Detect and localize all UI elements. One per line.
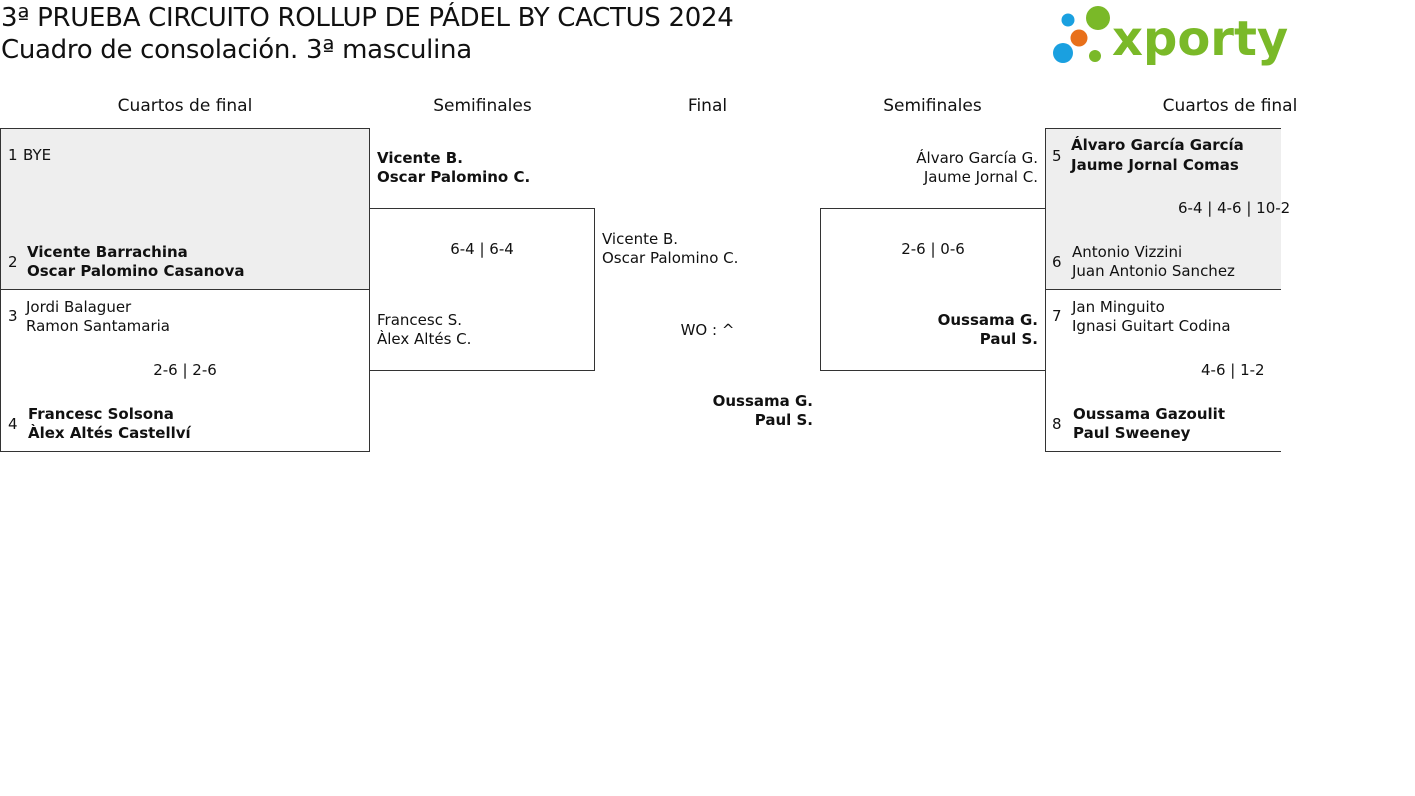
team-3-player-1: Jordi Balaguer — [26, 298, 132, 316]
seed-8: 8 — [1052, 415, 1062, 433]
seed-6: 6 — [1052, 253, 1062, 271]
round-header-final: Final — [687, 96, 728, 116]
match-qf-7-8 — [1045, 289, 1281, 452]
seed-7: 7 — [1052, 307, 1062, 325]
round-header-sf-right: Semifinales — [883, 96, 982, 116]
sf-right-bottom-player-1: Oussama G. — [937, 311, 1038, 329]
team-8-player-2: Paul Sweeney — [1073, 424, 1191, 442]
sf-left-top-player-1: Vicente B. — [377, 149, 463, 167]
team-6-player-1: Antonio Vizzini — [1072, 243, 1183, 261]
sf-right-top-player-2: Jaume Jornal C. — [923, 168, 1038, 186]
team-6-player-2: Juan Antonio Sanchez — [1072, 262, 1235, 280]
score-qf-5-6: 6-4 | 4-6 | 10-2 — [1178, 199, 1291, 217]
score-final: WO : ^ — [680, 321, 735, 339]
round-header-qf-left: Cuartos de final — [117, 96, 253, 116]
sf-left-top-player-2: Oscar Palomino C. — [377, 168, 531, 186]
logo-text: xporty — [1112, 11, 1288, 67]
seed-2: 2 — [8, 253, 18, 271]
team-2-player-1: Vicente Barrachina — [27, 243, 188, 261]
page-title: 3ª PRUEBA CIRCUITO ROLLUP DE PÁDEL BY CA… — [1, 2, 734, 66]
final-top-player-1: Vicente B. — [602, 230, 679, 248]
team-1-player-1: BYE — [23, 146, 52, 164]
sf-right-top-player-1: Álvaro García G. — [916, 149, 1038, 167]
score-qf-3-4: 2-6 | 2-6 — [153, 361, 217, 379]
score-qf-7-8: 4-6 | 1-2 — [1201, 361, 1265, 379]
team-2-player-2: Oscar Palomino Casanova — [27, 262, 245, 280]
sf-left-bottom-player-1: Francesc S. — [377, 311, 462, 329]
team-8-player-1: Oussama Gazoulit — [1073, 405, 1225, 423]
match-qf-5-6 — [1045, 128, 1281, 290]
team-5-player-2: Jaume Jornal Comas — [1071, 156, 1239, 174]
seed-3: 3 — [8, 307, 18, 325]
seed-5: 5 — [1052, 147, 1062, 165]
team-7-player-2: Ignasi Guitart Codina — [1072, 317, 1231, 335]
xporty-logo: xporty — [1053, 6, 1288, 67]
sf-left-bottom-player-2: Àlex Altés C. — [377, 330, 472, 348]
score-sf-right: 2-6 | 0-6 — [901, 240, 965, 258]
team-3-player-2: Ramon Santamaria — [26, 317, 170, 335]
final-winner-player-2: Paul S. — [754, 411, 813, 429]
team-4-player-2: Àlex Altés Castellví — [28, 424, 191, 442]
final-winner-player-1: Oussama G. — [712, 392, 813, 410]
title-line-2: Cuadro de consolación. 3ª masculina — [1, 35, 472, 65]
score-sf-left: 6-4 | 6-4 — [450, 240, 514, 258]
seed-1: 1 — [8, 146, 18, 164]
match-qf-1-2 — [0, 128, 370, 290]
round-header-qf-right: Cuartos de final — [1162, 96, 1298, 116]
match-sf-left — [369, 208, 595, 371]
team-7-player-1: Jan Minguito — [1072, 298, 1165, 316]
round-header-sf-left: Semifinales — [433, 96, 532, 116]
sf-right-bottom-player-2: Paul S. — [979, 330, 1038, 348]
team-4-player-1: Francesc Solsona — [28, 405, 174, 423]
final-top-player-2: Oscar Palomino C. — [602, 249, 739, 267]
seed-4: 4 — [8, 415, 18, 433]
team-5-player-1: Álvaro García García — [1071, 136, 1244, 154]
title-line-1: 3ª PRUEBA CIRCUITO ROLLUP DE PÁDEL BY CA… — [1, 3, 734, 33]
